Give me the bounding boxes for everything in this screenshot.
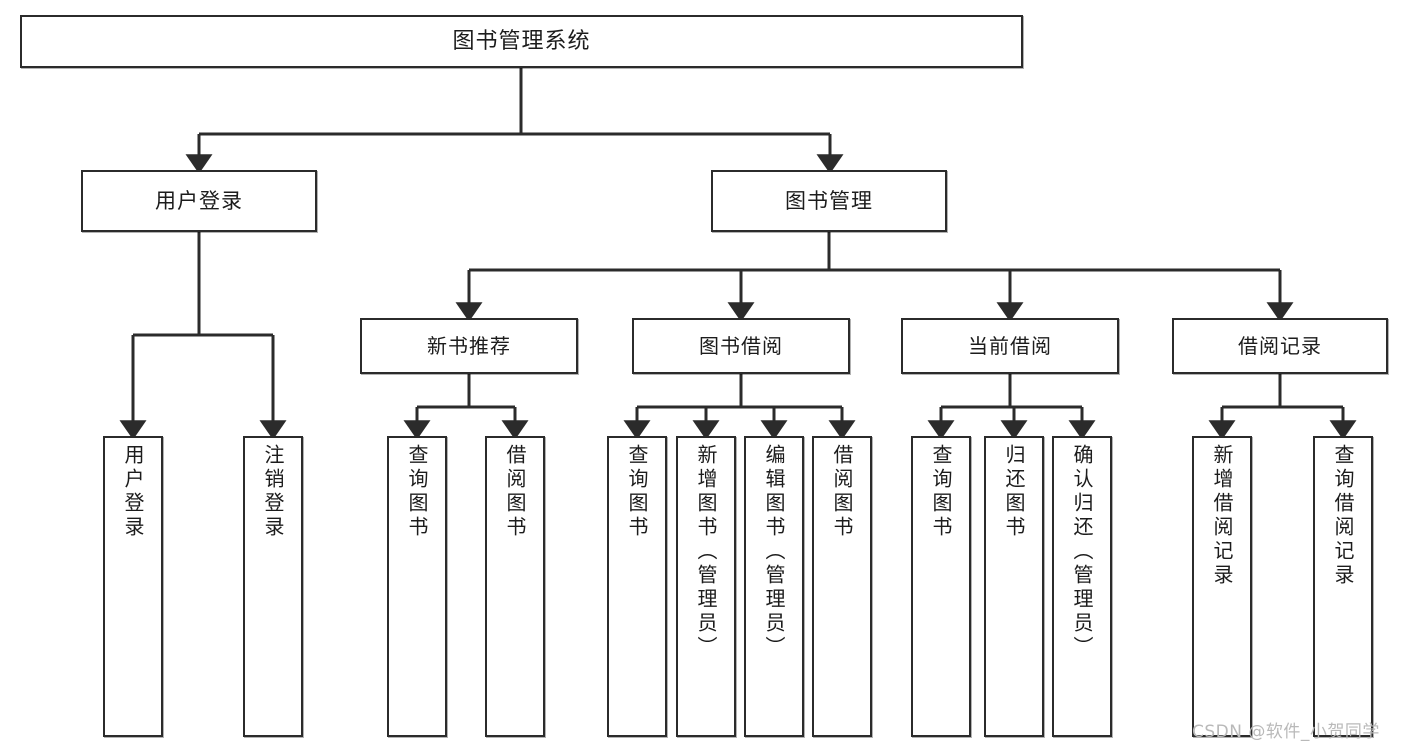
- node-leaf-confirm-return[interactable]: 确认归还（管理员）: [1052, 436, 1112, 737]
- node-root-label: 图书管理系统: [452, 28, 591, 54]
- node-leaf-borrow-book-2-label: 借阅图书: [830, 444, 854, 540]
- node-leaf-query-book-1[interactable]: 查询图书: [387, 436, 447, 737]
- node-borrow-record[interactable]: 借阅记录: [1172, 318, 1388, 374]
- node-leaf-query-book-2-label: 查询图书: [625, 444, 649, 540]
- node-leaf-return-book[interactable]: 归还图书: [984, 436, 1044, 737]
- node-leaf-borrow-book-1-label: 借阅图书: [503, 444, 527, 540]
- node-leaf-logout[interactable]: 注销登录: [243, 436, 303, 737]
- node-current-borrow[interactable]: 当前借阅: [901, 318, 1119, 374]
- node-leaf-add-book-label: 新增图书（管理员）: [694, 444, 718, 660]
- node-leaf-borrow-book-2[interactable]: 借阅图书: [812, 436, 872, 737]
- node-leaf-user-login-label: 用户登录: [121, 444, 145, 540]
- node-leaf-user-login[interactable]: 用户登录: [103, 436, 163, 737]
- node-current-borrow-label: 当前借阅: [968, 333, 1052, 358]
- csdn-watermark: CSDN @软件_小贺同学: [1192, 722, 1380, 742]
- node-root[interactable]: 图书管理系统: [20, 15, 1023, 68]
- node-leaf-edit-book[interactable]: 编辑图书（管理员）: [744, 436, 804, 737]
- node-leaf-confirm-return-label: 确认归还（管理员）: [1070, 444, 1094, 660]
- node-leaf-add-record-label: 新增借阅记录: [1210, 444, 1234, 588]
- node-leaf-query-record-label: 查询借阅记录: [1331, 444, 1355, 588]
- node-leaf-query-book-3[interactable]: 查询图书: [911, 436, 971, 737]
- node-leaf-add-record[interactable]: 新增借阅记录: [1192, 436, 1252, 737]
- node-borrow-record-label: 借阅记录: [1238, 333, 1322, 358]
- node-leaf-query-book-1-label: 查询图书: [405, 444, 429, 540]
- node-book-borrow[interactable]: 图书借阅: [632, 318, 850, 374]
- node-book-manage[interactable]: 图书管理: [711, 170, 947, 232]
- node-leaf-logout-label: 注销登录: [261, 444, 285, 540]
- node-new-book-recommend[interactable]: 新书推荐: [360, 318, 578, 374]
- node-new-book-recommend-label: 新书推荐: [427, 333, 511, 358]
- node-book-manage-label: 图书管理: [785, 188, 873, 213]
- node-book-borrow-label: 图书借阅: [699, 333, 783, 358]
- node-user-login[interactable]: 用户登录: [81, 170, 317, 232]
- node-user-login-label: 用户登录: [155, 188, 243, 213]
- node-leaf-query-book-2[interactable]: 查询图书: [607, 436, 667, 737]
- node-leaf-edit-book-label: 编辑图书（管理员）: [762, 444, 786, 660]
- node-leaf-query-book-3-label: 查询图书: [929, 444, 953, 540]
- node-leaf-return-book-label: 归还图书: [1002, 444, 1026, 540]
- node-leaf-query-record[interactable]: 查询借阅记录: [1313, 436, 1373, 737]
- node-leaf-add-book[interactable]: 新增图书（管理员）: [676, 436, 736, 737]
- node-leaf-borrow-book-1[interactable]: 借阅图书: [485, 436, 545, 737]
